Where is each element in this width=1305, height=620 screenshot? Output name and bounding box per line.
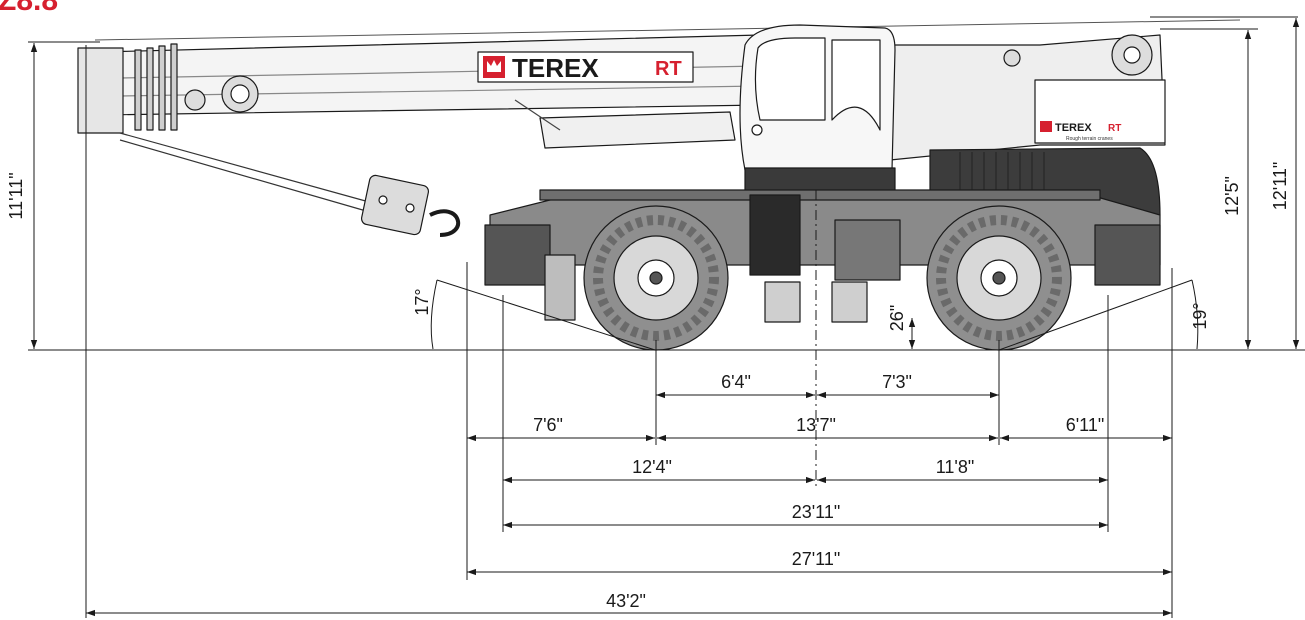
dim-departure-angle: 19° xyxy=(1190,302,1210,329)
boom-logo-plate xyxy=(477,51,694,83)
counterweight-series-name: RT xyxy=(1108,123,1121,134)
hook-block xyxy=(360,174,430,236)
counterweight-panel xyxy=(1034,79,1166,144)
battery-box xyxy=(749,194,801,276)
dim-cab-height: 12'5" xyxy=(1222,176,1242,216)
boom-series-name: RT xyxy=(655,58,682,80)
dim-boom-height: 11'11" xyxy=(6,172,26,219)
slew-ring xyxy=(744,167,896,194)
dim-front-axle-to-center: 6'4" xyxy=(721,372,751,392)
crane-illustration: TEREX RT TEREX RT Rough terrain cranes xyxy=(77,19,1241,351)
dim-front-overhang: 7'6" xyxy=(533,415,563,435)
dim-overall-height: 12'11" xyxy=(1270,162,1290,211)
front-wheel xyxy=(583,205,729,351)
step-ladder xyxy=(544,254,576,321)
front-outrigger-box xyxy=(484,224,551,286)
rear-wheel xyxy=(926,205,1072,351)
rear-outrigger-box xyxy=(1094,224,1161,286)
carrier-deck xyxy=(539,189,1101,201)
dim-outrigger-spread: 23'11" xyxy=(792,502,841,522)
lift-cylinder xyxy=(539,111,736,149)
counterweight-brand-name: TEREX xyxy=(1055,122,1092,134)
approach-angle-arc xyxy=(430,279,438,350)
dimension-labels: 6'4" 7'3" 7'6" 13'7" 6'11" 12'4" 11'8" 2… xyxy=(6,162,1290,611)
counterweight-subtitle: Rough terrain cranes xyxy=(1066,136,1113,142)
cab-window-side xyxy=(831,39,881,131)
step-left xyxy=(764,281,801,323)
dim-approach-angle: 17° xyxy=(412,288,432,315)
dim-ground-clearance: 26" xyxy=(887,305,907,331)
step-right xyxy=(831,281,868,323)
dim-rear-overhang: 6'11" xyxy=(1066,415,1105,435)
model-title: Z8.8 xyxy=(0,0,58,17)
boom-brand-name: TEREX xyxy=(512,53,599,83)
departure-angle-arc xyxy=(1191,279,1199,350)
dim-rear-axle-to-center: 7'3" xyxy=(882,372,912,392)
fuel-tank xyxy=(834,219,901,281)
hoist-rope xyxy=(119,132,381,206)
boom-top-rail xyxy=(94,19,1241,41)
dim-rear-to-center: 11'8" xyxy=(936,457,975,477)
counterweight-logo-mark xyxy=(1040,121,1052,132)
cab-window-front xyxy=(754,37,826,121)
hook xyxy=(429,209,461,237)
boom-head xyxy=(77,47,124,134)
boom-head-sheaves xyxy=(134,43,178,131)
dim-carrier-length: 27'11" xyxy=(792,549,841,569)
dim-overall-length: 43'2" xyxy=(606,591,646,611)
dim-wheelbase: 13'7" xyxy=(796,415,836,435)
dim-front-to-center: 12'4" xyxy=(632,457,672,477)
dimension-lines xyxy=(28,16,1305,618)
